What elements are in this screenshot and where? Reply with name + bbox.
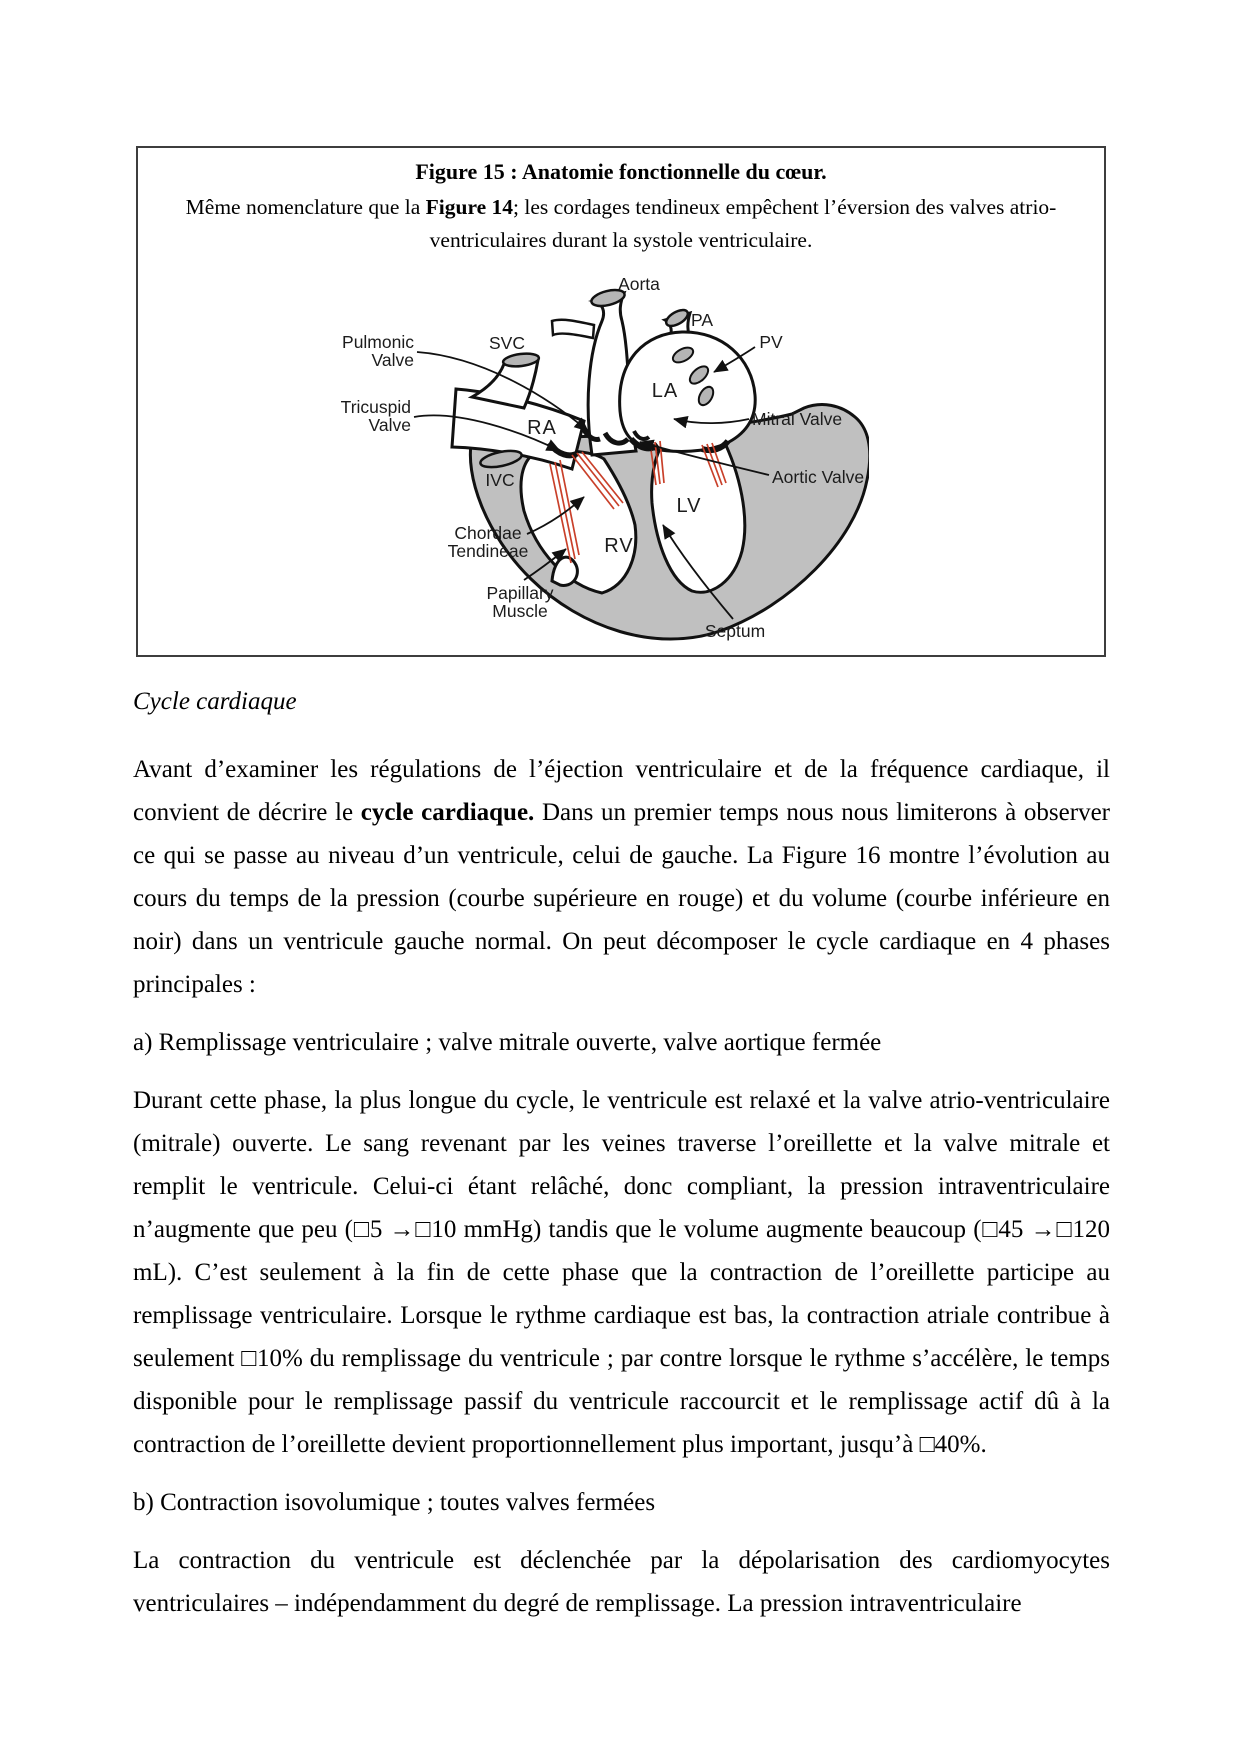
label-chamber-la: LA [652, 380, 678, 402]
paragraph-2: Durant cette phase, la plus longue du cy… [133, 1087, 1110, 1458]
figure-caption: Même nomenclature que la Figure 14; les … [138, 191, 1104, 257]
label-papillary-line1: Papillary [486, 583, 553, 603]
list-item-a: a) Remplissage ventriculaire ; valve mit… [133, 1029, 882, 1056]
pv-opening-3 [697, 385, 715, 407]
paragraph-1-bold: cycle cardiaque. [360, 799, 535, 826]
label-chordae-line2: Tendineae [448, 541, 529, 561]
label-ivc: IVC [485, 470, 514, 490]
paragraph-3: La contraction du ventricule est déclenc… [133, 1547, 1110, 1617]
figure-title: Figure 15 : Anatomie fonctionnelle du cœ… [415, 159, 827, 184]
pv-opening-1 [671, 346, 695, 364]
label-pulmonic-valve-line1: Pulmonic [342, 332, 414, 352]
chordae-tendineae-lines [549, 440, 727, 564]
label-tricuspid-valve-line2: Valve [369, 415, 411, 435]
label-aorta: Aorta [618, 274, 660, 294]
papillary-muscle-bump [550, 555, 579, 587]
label-pa: PA [691, 310, 713, 330]
pv-opening-2 [688, 365, 710, 385]
label-chamber-ra: RA [527, 417, 557, 439]
list-item-b: b) Contraction isovolumique ; toutes val… [133, 1489, 656, 1516]
label-chamber-rv: RV [604, 535, 633, 557]
paragraph-1: Avant d’examiner les régulations de l’éj… [133, 748, 1110, 1006]
paragraph-1-start: Avant d’examiner les régulations de l’éj… [133, 756, 1110, 826]
right-ventricle-chamber [519, 449, 638, 595]
label-tricuspid-valve-line1: Tricuspid [341, 397, 411, 417]
heart-diagram: Aorta PA SVC PV Pulmonic Valve Tricuspid… [341, 274, 869, 641]
label-mitral-valve: Mitral Valve [752, 409, 842, 429]
label-papillary-line2: Muscle [492, 601, 547, 621]
label-aortic-valve: Aortic Valve [772, 467, 864, 487]
label-chamber-lv: LV [677, 495, 702, 517]
pa-opening [664, 308, 690, 328]
label-chordae-line1: Chordae [454, 523, 521, 543]
body-text: Cycle cardiaque Avant d’examiner les rég… [133, 682, 1110, 1640]
figure-caption-suffix: ; les cordages tendineux empêchent l’éve… [429, 195, 1057, 252]
figure-15-box: Figure 15 : Anatomie fonctionnelle du cœ… [136, 146, 1106, 657]
label-svc: SVC [489, 333, 525, 353]
figure-caption-prefix: Même nomenclature que la [185, 195, 426, 219]
figure-caption-bold: Figure 14 [425, 195, 514, 219]
paragraph-1-end: Dans un premier temps nous nous limitero… [133, 799, 1111, 998]
svc-opening [501, 352, 541, 368]
ivc-opening [479, 449, 523, 469]
label-septum: Septum [705, 621, 765, 641]
label-pv: PV [759, 332, 783, 352]
section-heading: Cycle cardiaque [133, 688, 297, 715]
svc-shape [467, 358, 540, 410]
aorta-opening [590, 288, 626, 308]
label-pulmonic-valve-line2: Valve [372, 350, 414, 370]
leader-lines [413, 346, 770, 620]
aorta-branch-stub [550, 318, 596, 340]
